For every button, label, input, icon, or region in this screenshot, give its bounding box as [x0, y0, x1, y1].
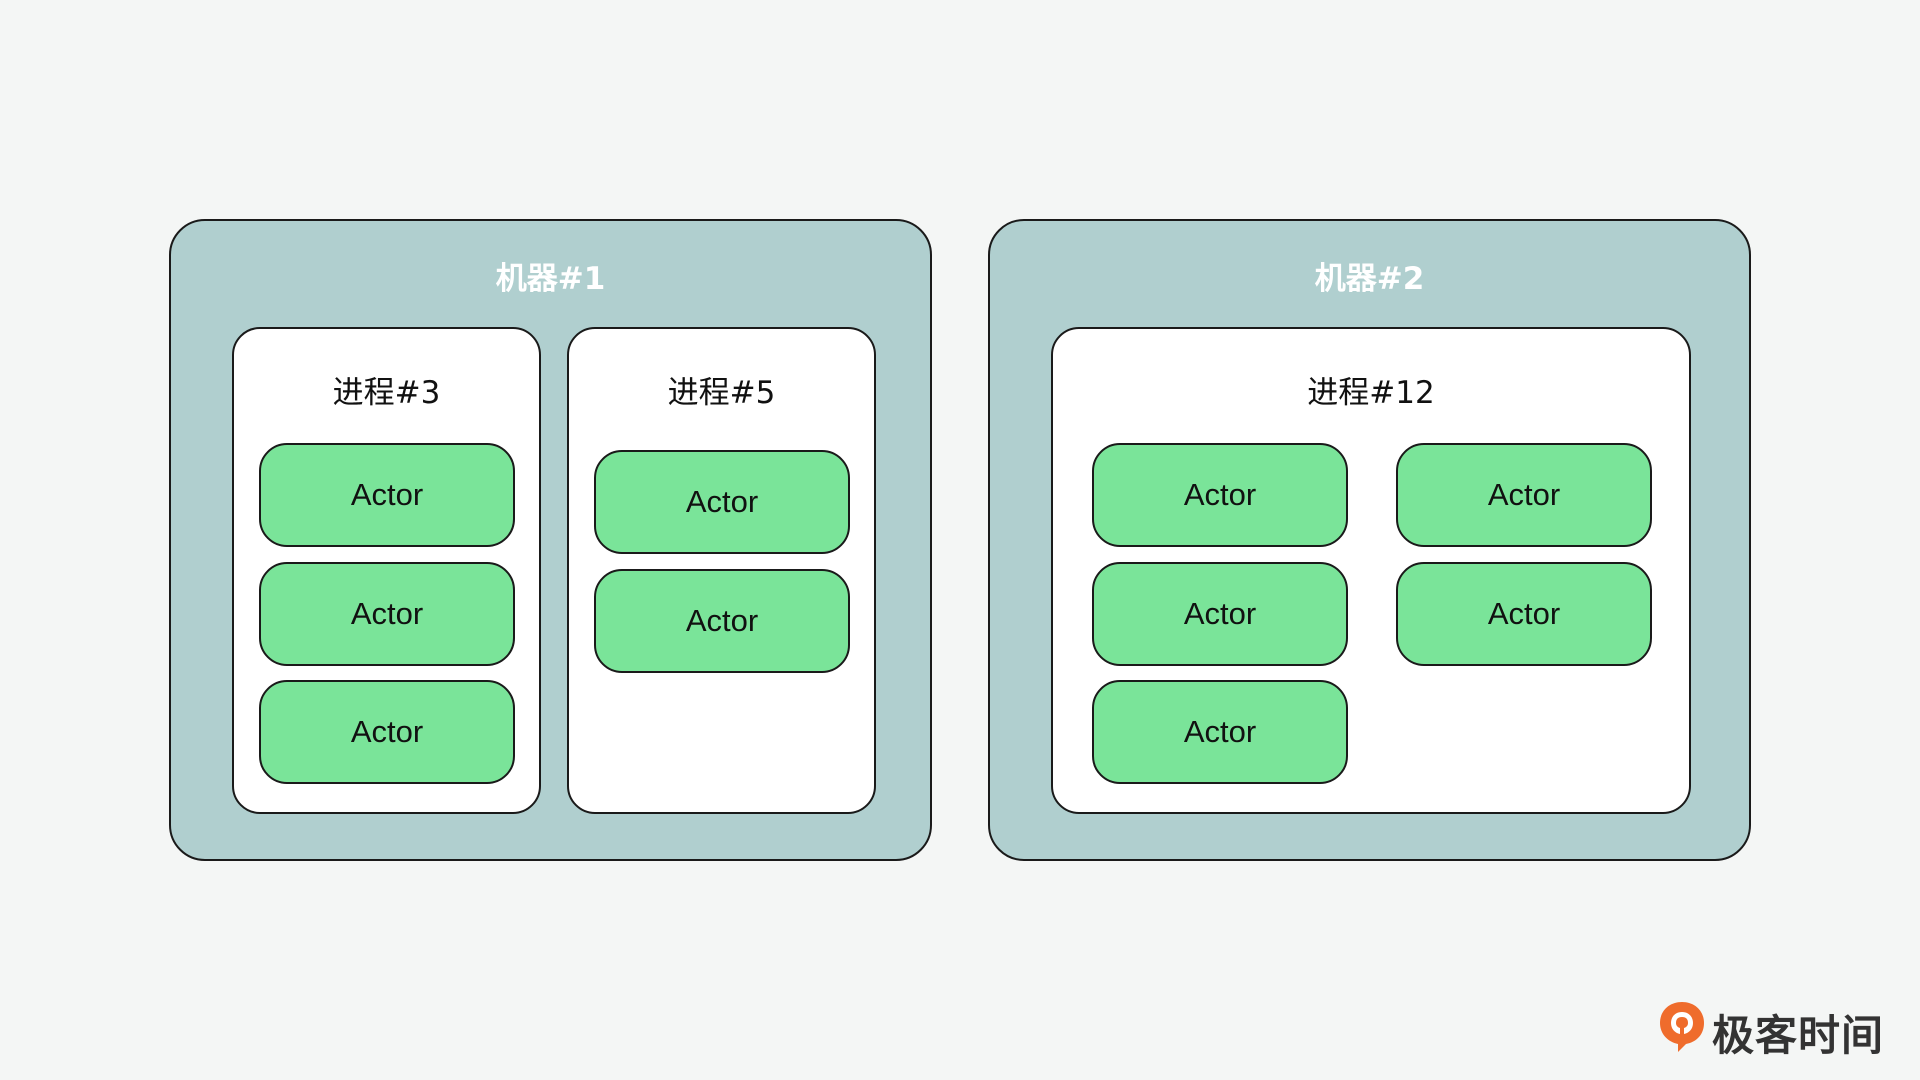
actor-box: Actor [1396, 562, 1652, 666]
actor-box: Actor [259, 443, 515, 547]
machine-box-1: 机器#1 进程#3 Actor Actor Actor 进程#5 Actor A… [169, 219, 932, 861]
actor-box: Actor [1092, 680, 1348, 784]
machine-title-2: 机器#2 [1314, 261, 1425, 297]
actor-box: Actor [259, 680, 515, 784]
process-title-5: 进程#5 [667, 375, 776, 411]
geektime-logo: 极客时间 [1656, 998, 1886, 1060]
geektime-logo-text: 极客时间 [1712, 1011, 1885, 1060]
actor-box: Actor [1092, 443, 1348, 547]
actor-box: Actor [259, 562, 515, 666]
process-title-12: 进程#12 [1307, 375, 1435, 411]
process-title-3: 进程#3 [332, 375, 441, 411]
actor-box: Actor [1092, 562, 1348, 666]
actor-box: Actor [594, 569, 850, 673]
process-box-5: 进程#5 Actor Actor [567, 327, 876, 814]
process-box-3: 进程#3 Actor Actor Actor [232, 327, 541, 814]
process-box-12: 进程#12 Actor Actor Actor Actor Actor [1051, 327, 1691, 814]
actor-box: Actor [1396, 443, 1652, 547]
actor-box: Actor [594, 450, 850, 554]
machine-title-1: 机器#1 [495, 261, 606, 297]
machine-box-2: 机器#2 进程#12 Actor Actor Actor Actor Actor [988, 219, 1751, 861]
geektime-logo-icon [1660, 1002, 1704, 1052]
